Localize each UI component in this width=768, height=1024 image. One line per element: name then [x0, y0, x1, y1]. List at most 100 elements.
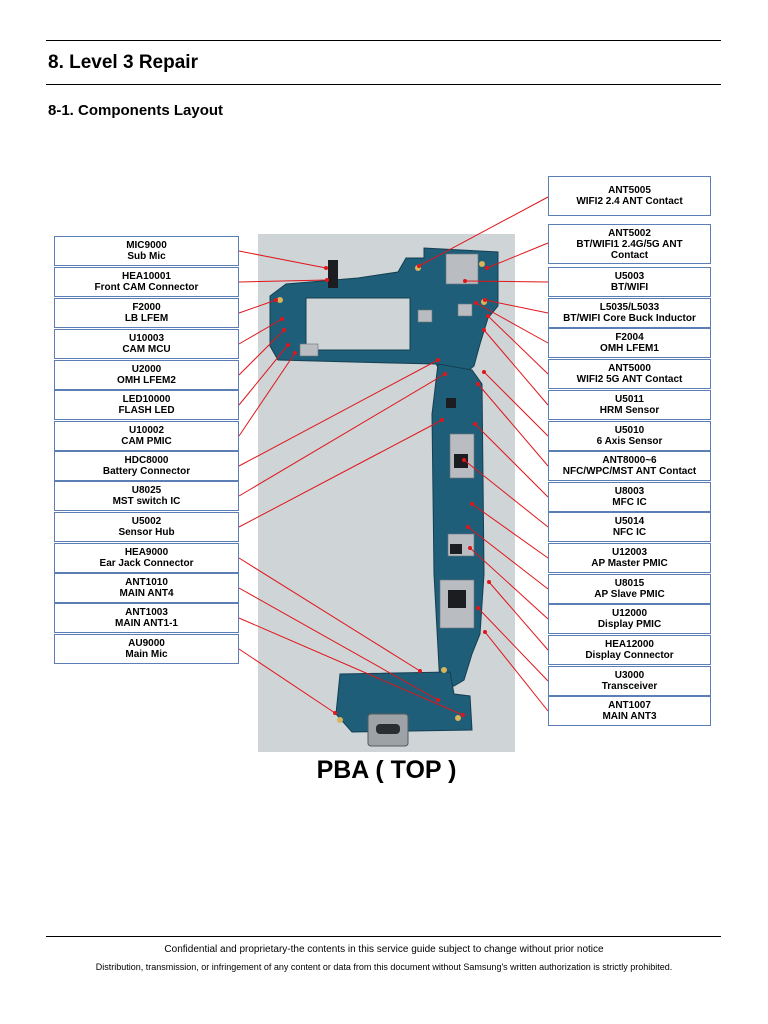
label-desc: Battery Connector — [102, 466, 191, 477]
label-ref: ANT1010 — [125, 577, 168, 588]
label-desc: MAIN ANT3 — [602, 711, 657, 722]
label-ref: U8003 — [614, 486, 645, 497]
label-ref: U5002 — [131, 516, 162, 527]
pba-caption: PBA ( TOP ) — [316, 756, 457, 784]
label-ref: HEA9000 — [124, 547, 169, 558]
label-desc: HRM Sensor — [599, 405, 660, 416]
label-desc: Main Mic — [125, 649, 168, 660]
label-desc: Ear Jack Connector — [99, 558, 194, 569]
page-title: 8. Level 3 Repair — [48, 52, 198, 73]
label-desc-2: Contact — [610, 249, 649, 261]
label-u12000: U12000 Display PMIC — [548, 604, 711, 634]
label-ref: U8025 — [131, 485, 162, 496]
label-f2004: F2004 OMH LFEM1 — [548, 328, 711, 358]
label-desc: BT/WIFI Core Buck Inductor — [563, 313, 696, 324]
label-desc: OMH LFEM2 — [117, 375, 176, 386]
label-ant5002: ANT5002 BT/WIFI1 2.4G/5G ANT Contact — [548, 224, 711, 264]
label-ref: U5011 — [615, 394, 644, 405]
label-ref: F2000 — [132, 302, 161, 313]
label-u8015: U8015 AP Slave PMIC — [548, 574, 711, 604]
label-desc: AP Master PMIC — [591, 558, 668, 569]
label-led10000: LED10000 FLASH LED — [54, 390, 239, 420]
label-desc: FLASH LED — [118, 405, 175, 416]
label-mic9000: MIC9000 Sub Mic — [54, 236, 239, 266]
label-desc: AP Slave PMIC — [594, 589, 665, 600]
label-ant1007: ANT1007 MAIN ANT3 — [548, 696, 711, 726]
label-f2000: F2000 LB LFEM — [54, 298, 239, 328]
label-ref: MIC9000 — [126, 240, 167, 251]
label-ref: HEA12000 — [605, 639, 654, 650]
label-desc: WIFI2 5G ANT Contact — [576, 374, 683, 385]
title-underline — [46, 84, 721, 85]
label-desc: WIFI2 2.4 ANT Contact — [576, 196, 683, 207]
label-desc: MAIN ANT4 — [119, 588, 174, 599]
board-cutout — [305, 297, 411, 351]
label-ant1003: ANT1003 MAIN ANT1-1 — [54, 603, 239, 633]
label-ref: U3000 — [614, 670, 645, 681]
label-l5035-l5033: L5035/L5033 BT/WIFI Core Buck Inductor — [548, 298, 711, 328]
label-ant1010: ANT1010 MAIN ANT4 — [54, 573, 239, 603]
pcb-photo — [258, 234, 515, 752]
label-u5014: U5014 NFC IC — [548, 512, 711, 542]
pcb-board-drawing — [269, 247, 499, 747]
label-u3000: U3000 Transceiver — [548, 666, 711, 696]
label-ref: LED10000 — [122, 394, 171, 405]
label-ant5005: ANT5005 WIFI2 2.4 ANT Contact — [548, 176, 711, 216]
label-hea10001: HEA10001 Front CAM Connector — [54, 267, 239, 297]
label-desc: Sensor Hub — [118, 527, 175, 538]
label-ref: F2004 — [615, 332, 644, 343]
label-desc: Front CAM Connector — [94, 282, 199, 293]
label-ref: U12000 — [611, 608, 648, 619]
label-ref: U5014 — [614, 516, 645, 527]
label-u5010: U5010 6 Axis Sensor — [548, 421, 711, 451]
footer-confidential: Confidential and proprietary-the content… — [164, 944, 604, 955]
label-au9000: AU9000 Main Mic — [54, 634, 239, 664]
label-u8003: U8003 MFC IC — [548, 482, 711, 512]
label-ref: ANT5002 — [608, 227, 651, 239]
label-u10003: U10003 CAM MCU — [54, 329, 239, 359]
label-desc: Display PMIC — [597, 619, 662, 630]
label-ref: U8015 — [614, 578, 645, 589]
label-ref: ANT8000~6 — [602, 455, 657, 466]
label-ref: U10003 — [128, 333, 165, 344]
label-ref: U5003 — [614, 271, 645, 282]
label-u5003: U5003 BT/WIFI — [548, 267, 711, 297]
label-desc: BT/WIFI — [610, 282, 649, 293]
label-ref: U10002 — [128, 425, 165, 436]
label-desc: LB LFEM — [124, 313, 169, 324]
label-ref: HEA10001 — [122, 271, 171, 282]
footer-rule — [46, 936, 721, 937]
label-desc: MFC IC — [612, 497, 647, 508]
label-ref: ANT5000 — [608, 363, 651, 374]
label-desc: NFC IC — [612, 527, 647, 538]
label-desc: MAIN ANT1-1 — [115, 618, 178, 629]
label-ant5000: ANT5000 WIFI2 5G ANT Contact — [548, 359, 711, 389]
label-ref: ANT1003 — [125, 607, 168, 618]
label-ref: U2000 — [131, 364, 162, 375]
label-hea12000: HEA12000 Display Connector — [548, 635, 711, 665]
label-desc: OMH LFEM1 — [600, 343, 659, 354]
label-desc: 6 Axis Sensor — [596, 436, 663, 447]
section-title: 8-1. Components Layout — [48, 102, 224, 119]
label-ref: U5010 — [614, 425, 645, 436]
label-hdc8000: HDC8000 Battery Connector — [54, 451, 239, 481]
label-u10002: U10002 CAM PMIC — [54, 421, 239, 451]
label-desc: NFC/WPC/MST ANT Contact — [562, 466, 697, 477]
label-desc: CAM PMIC — [121, 436, 172, 447]
label-ref: AU9000 — [128, 638, 165, 649]
label-desc: Display Connector — [585, 650, 674, 661]
label-desc: MST switch IC — [112, 496, 181, 507]
label-ref: HDC8000 — [124, 455, 169, 466]
label-u2000: U2000 OMH LFEM2 — [54, 360, 239, 390]
label-hea9000: HEA9000 Ear Jack Connector — [54, 543, 239, 573]
label-desc: BT/WIFI1 2.4G/5G ANT — [576, 238, 683, 250]
label-desc: Sub Mic — [127, 251, 166, 262]
label-ref: ANT1007 — [608, 700, 651, 711]
label-u5011: U5011 HRM Sensor — [548, 390, 711, 420]
label-u5002: U5002 Sensor Hub — [54, 512, 239, 542]
label-ref: ANT5005 — [608, 185, 651, 196]
label-desc: CAM MCU — [122, 344, 171, 355]
label-u12003: U12003 AP Master PMIC — [548, 543, 711, 573]
label-desc: Transceiver — [601, 681, 658, 692]
label-u8025: U8025 MST switch IC — [54, 481, 239, 511]
